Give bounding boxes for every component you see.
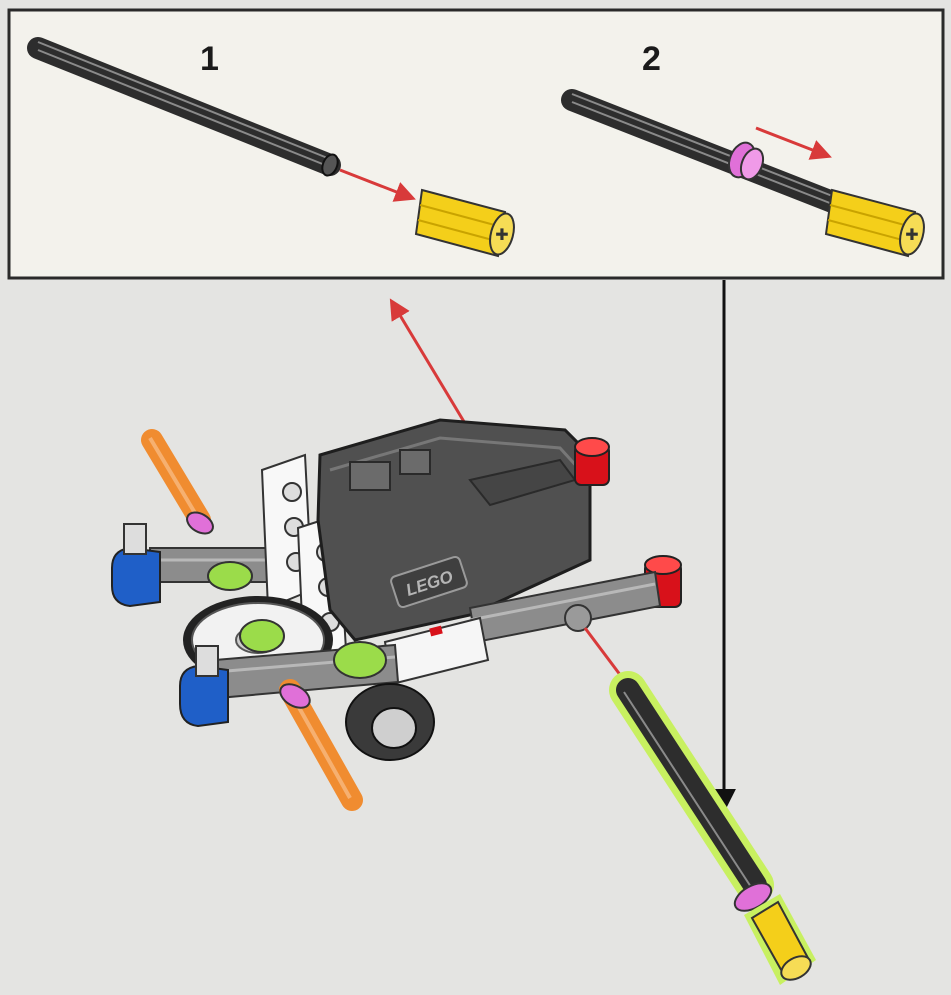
orange-pin-part [276,679,352,800]
lime-connector-part [334,642,386,678]
lime-connector-part [240,620,284,652]
svg-text:✚: ✚ [905,225,918,244]
direction-arrow-up [392,302,475,440]
substep-2-number: 2 [642,40,661,78]
main-assembly: LEGO [112,420,681,800]
substep-1-number: 1 [200,40,219,78]
lime-connector-part [208,562,252,590]
gear-part [346,684,434,760]
orange-pin-part [150,438,217,538]
svg-text:✚: ✚ [495,225,508,244]
blue-connector-part [112,524,160,606]
new-axle-subassembly [624,690,816,985]
red-connector-part [575,438,609,485]
